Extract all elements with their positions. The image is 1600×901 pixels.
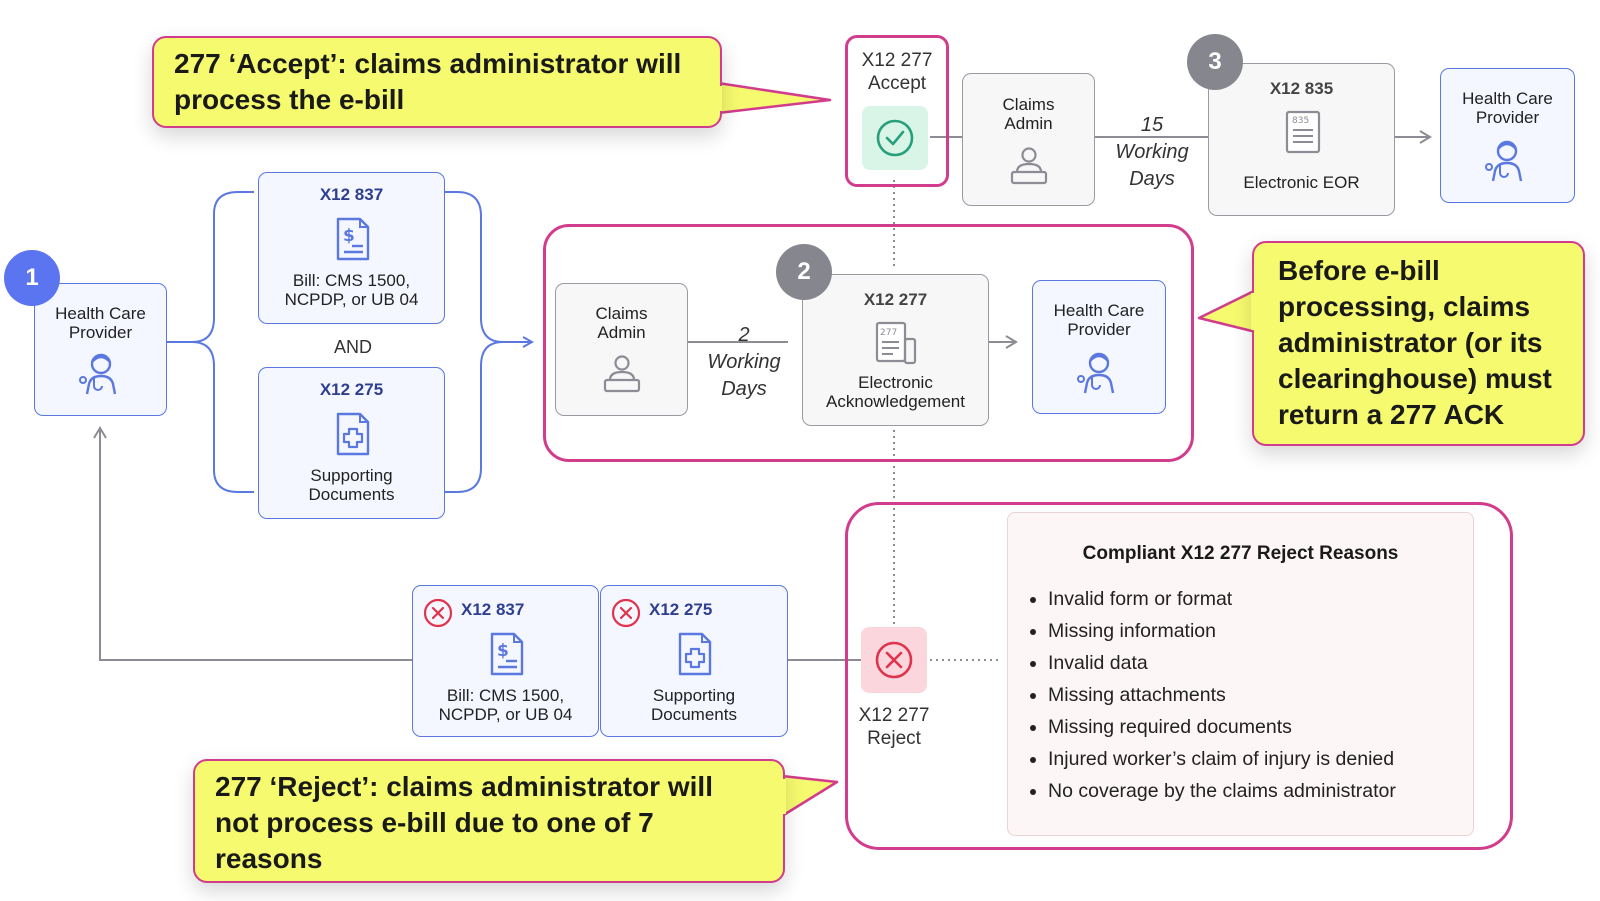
reject-x-icon: [875, 641, 913, 679]
ack-provider-label: Health Care Provider: [1053, 301, 1145, 339]
ack-claims-admin-label: Claims Admin: [595, 304, 648, 342]
reject-reasons-list: Invalid form or format Missing informati…: [1024, 583, 1396, 807]
ack-277-code: X12 277: [863, 290, 928, 309]
reject-docs-275-label: Supporting Documents: [651, 686, 737, 724]
start-provider-box: Health Care Provider: [34, 283, 167, 416]
ack-claims-admin-box: Claims Admin: [555, 283, 688, 416]
accept-check-tile: [862, 106, 928, 170]
accept-claims-admin-label: Claims Admin: [1002, 95, 1055, 133]
reject-reasons-panel: Compliant X12 277 Reject Reasons Invalid…: [1007, 512, 1474, 836]
reject-x-icon: [611, 598, 641, 628]
eor-835-box: X12 835 835 Electronic EOR: [1208, 63, 1395, 216]
accept-provider-box: Health Care Provider: [1440, 68, 1575, 203]
tail-seam-accept: [716, 86, 722, 111]
reject-bill-837-label: Bill: CMS 1500, NCPDP, or UB 04: [438, 686, 573, 724]
ack-callout: Before e-bill processing, claims adminis…: [1252, 241, 1585, 446]
ack-working-days: 2 Working Days: [707, 324, 781, 400]
eor-835-code: X12 835: [1269, 79, 1334, 98]
start-provider-label: Health Care Provider: [55, 304, 146, 342]
eor-835-label: Electronic EOR: [1243, 173, 1360, 192]
accept-callout: 277 ‘Accept’: claims administrator will …: [152, 36, 722, 128]
svg-text:277: 277: [880, 328, 897, 338]
reject-reasons-title: Compliant X12 277 Reject Reasons: [1082, 543, 1399, 564]
step-3-badge: 3: [1187, 34, 1243, 90]
docs-275-code: X12 275: [319, 380, 384, 399]
reject-reason-item: Missing information: [1048, 615, 1396, 647]
admin-icon: [603, 355, 641, 393]
bill-837-code: X12 837: [319, 185, 384, 204]
reject-docs-275-code: X12 275: [649, 600, 713, 619]
supporting-document-icon: [678, 632, 712, 676]
reject-callout: 277 ‘Reject’: claims administrator will …: [193, 759, 785, 883]
accept-working-days: 15 Working Days: [1115, 114, 1189, 190]
and-label: AND: [333, 337, 372, 357]
reject-reason-item: Missing required documents: [1048, 711, 1396, 743]
ack-highlight: [543, 224, 1194, 462]
reject-highlight: [845, 502, 1513, 850]
reject-reason-item: Missing attachments: [1048, 679, 1396, 711]
accept-claims-admin-box: Claims Admin: [962, 73, 1095, 206]
supporting-document-icon: [336, 412, 370, 456]
provider-icon: [79, 353, 117, 395]
reject-reason-item: No coverage by the claims administrator: [1048, 775, 1396, 807]
reject-x-tile: [861, 627, 927, 693]
reject-reason-item: Invalid data: [1048, 647, 1396, 679]
835-document-icon: 835: [1285, 110, 1321, 154]
docs-275-label: Supporting Documents: [308, 466, 395, 504]
277-document-icon: 277: [875, 321, 917, 365]
provider-icon: [1077, 352, 1115, 394]
reject-reason-item: Injured worker’s claim of injury is deni…: [1048, 743, 1396, 775]
svg-text:$: $: [497, 641, 509, 661]
accept-highlight: [845, 35, 949, 187]
reject-bill-837-box: X12 837 $ Bill: CMS 1500, NCPDP, or UB 0…: [412, 585, 599, 737]
svg-text:835: 835: [1292, 116, 1309, 126]
tail-seam-ack: [1251, 293, 1257, 330]
admin-icon: [1010, 147, 1048, 185]
reject-x-icon: [423, 598, 453, 628]
bill-document-icon: $: [336, 217, 370, 261]
docs-275-box: X12 275 Supporting Documents: [258, 367, 445, 519]
accept-provider-label: Health Care Provider: [1462, 89, 1553, 127]
ack-provider-box: Health Care Provider: [1032, 280, 1166, 414]
reject-label: X12 277 Reject: [858, 705, 930, 749]
reject-docs-275-box: X12 275 Supporting Documents: [600, 585, 788, 737]
step-2-badge: 2: [776, 244, 832, 300]
accept-label: X12 277 Accept: [861, 50, 933, 94]
ack-277-label: Electronic Acknowledgement: [826, 373, 965, 411]
bill-837-box: X12 837 $ Bill: CMS 1500, NCPDP, or UB 0…: [258, 172, 445, 324]
ack-277-box: X12 277 277 Electronic Acknowledgement: [802, 274, 989, 426]
check-circle-icon: [876, 119, 914, 157]
bill-837-label: Bill: CMS 1500, NCPDP, or UB 04: [284, 271, 419, 309]
reject-bill-837-code: X12 837: [461, 600, 525, 619]
reject-reason-item: Invalid form or format: [1048, 583, 1396, 615]
tail-seam-reject: [780, 779, 786, 814]
step-1-badge: 1: [4, 250, 60, 306]
svg-text:$: $: [343, 226, 355, 246]
bill-document-icon: $: [490, 632, 524, 676]
provider-icon: [1485, 140, 1523, 182]
